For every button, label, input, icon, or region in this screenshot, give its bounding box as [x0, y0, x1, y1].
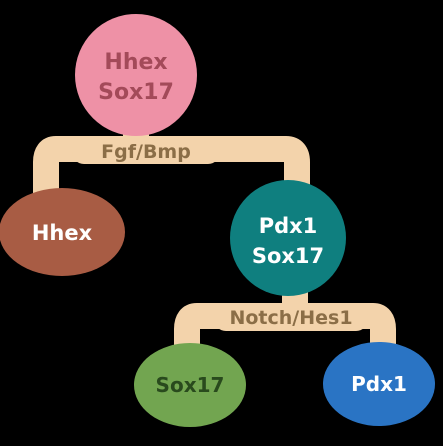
lower-connector-right-arm: [282, 303, 396, 366]
lower-connector-label: Notch/Hes1: [229, 307, 352, 329]
upper-connector-label-plate: [72, 136, 220, 164]
upper-connector-left-arm: [33, 107, 149, 216]
pdx1-node-ellipse: [323, 342, 435, 426]
root-node-circle: [75, 14, 197, 136]
pdx1-node-label: Pdx1: [351, 372, 407, 396]
root-node: Hhex Sox17: [75, 14, 197, 136]
hhex-node-ellipse: [0, 188, 125, 276]
upper-connector-label: Fgf/Bmp: [101, 141, 191, 163]
sox17-node: Sox17: [134, 343, 246, 427]
pdx1-sox17-node-circle: [230, 180, 346, 296]
lower-connector-label-plate: [214, 303, 368, 331]
sox17-node-label: Sox17: [156, 373, 225, 397]
pdx1-node: Pdx1: [323, 342, 435, 426]
hhex-node: Hhex: [0, 188, 125, 276]
lower-connector-left-arm: [174, 273, 308, 366]
hhex-node-label: Hhex: [32, 221, 93, 245]
root-node-label-line1: Hhex: [104, 50, 167, 75]
sox17-node-ellipse: [134, 343, 246, 427]
pdx1-sox17-node: Pdx1 Sox17: [230, 180, 346, 296]
pdx1-sox17-node-label-line2: Sox17: [252, 244, 324, 268]
root-node-label-line2: Sox17: [98, 80, 174, 105]
upper-connector-right-arm: [123, 136, 310, 218]
pdx1-sox17-node-label-line1: Pdx1: [259, 214, 318, 238]
upper-connector: Fgf/Bmp: [33, 107, 310, 218]
lower-connector: Notch/Hes1: [174, 273, 396, 366]
